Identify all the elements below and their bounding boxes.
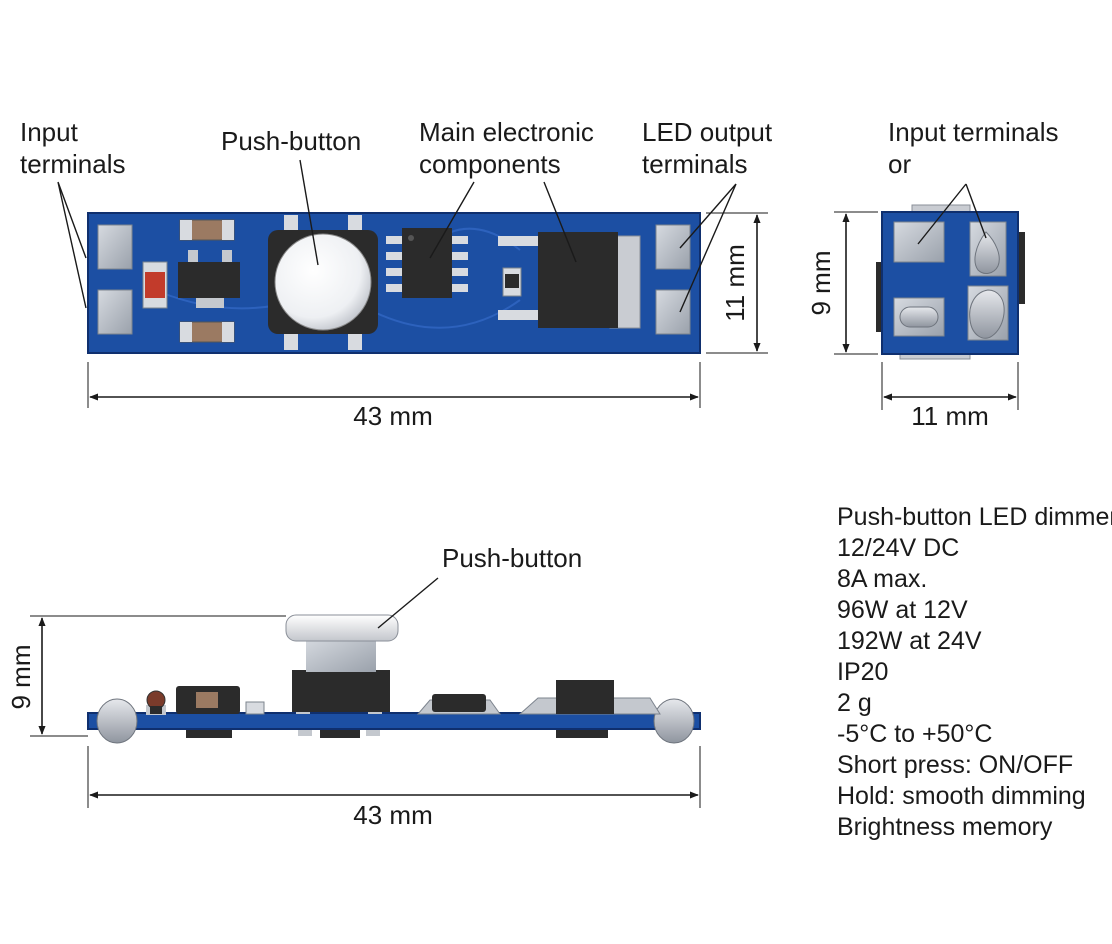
spec-line: 96W at 12V — [837, 596, 968, 624]
end-view: Input terminals or 9 mm 11 mm — [806, 117, 1059, 431]
label-main-components-1: Main electronic — [419, 117, 594, 147]
input-pad-1 — [97, 224, 133, 270]
power-transistor — [498, 232, 641, 329]
spec-line: 8A max. — [837, 565, 927, 593]
dim-height-top: 11 mm — [720, 244, 750, 322]
dim-length-side: 43 mm — [353, 800, 432, 830]
spec-line: Push-button LED dimmer — [837, 503, 1112, 531]
spec-line: 192W at 24V — [837, 627, 982, 655]
label-push-button-side: Push-button — [442, 543, 582, 573]
dim-height-end: 9 mm — [806, 251, 836, 316]
spec-line: 2 g — [837, 689, 872, 717]
spec-line: 12/24V DC — [837, 534, 959, 562]
label-end-or: or — [888, 149, 911, 179]
dim-height-side: 9 mm — [6, 645, 36, 710]
label-push-button-top: Push-button — [221, 126, 361, 156]
spec-line: -5°C to +50°C — [837, 720, 992, 748]
output-pad-2 — [655, 289, 691, 335]
label-end-input-terminals: Input terminals — [888, 117, 1059, 147]
dim-width-end: 11 mm — [911, 401, 989, 431]
spec-line: IP20 — [837, 658, 888, 686]
solder-drop-2 — [969, 289, 1005, 339]
spec-line: Brightness memory — [837, 813, 1053, 841]
push-button-top — [268, 215, 378, 350]
spec-list: Push-button LED dimmer 12/24V DC 8A max.… — [837, 503, 1112, 841]
solder-drop-1 — [974, 231, 1000, 274]
side-view: Push-button 9 mm 43 mm — [6, 543, 701, 830]
label-input-terminals-2: terminals — [20, 149, 125, 179]
label-input-terminals-1: Input — [20, 117, 79, 147]
label-main-components-2: components — [419, 149, 561, 179]
label-led-output-1: LED output — [642, 117, 773, 147]
label-led-output-2: terminals — [642, 149, 747, 179]
side-solder-left — [96, 698, 138, 744]
top-view: Input terminals Push-button Main electro… — [20, 117, 773, 431]
spec-line: Short press: ON/OFF — [837, 751, 1073, 779]
pcb-board-side — [87, 712, 701, 730]
push-button-side — [285, 614, 399, 714]
input-pad-2 — [97, 289, 133, 335]
regulator-chip — [178, 250, 240, 308]
ic-chip — [386, 228, 468, 298]
output-pad-1 — [655, 224, 691, 270]
dim-length-top: 43 mm — [353, 401, 432, 431]
side-solder-right — [653, 698, 695, 744]
spec-line: Hold: smooth dimming — [837, 782, 1086, 810]
